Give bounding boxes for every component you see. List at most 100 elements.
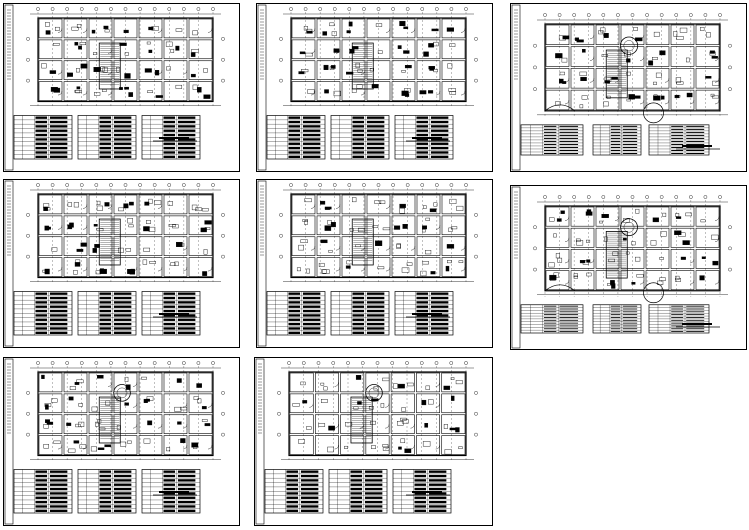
furniture: [679, 27, 688, 33]
drawing-sheet-4[interactable]: [3, 179, 240, 348]
table-cell-text: [177, 496, 196, 499]
furniture: [659, 257, 664, 260]
axis-bubble: [211, 183, 215, 187]
furniture: [349, 228, 354, 232]
table-cell-text: [610, 134, 621, 136]
door-swing: [664, 99, 670, 105]
table-cell-text: [543, 314, 557, 316]
furniture: [333, 90, 341, 97]
furniture: [306, 268, 310, 274]
room-wall: [620, 206, 645, 227]
room-wall: [441, 435, 466, 455]
furniture: [201, 406, 207, 410]
drawing-sheet-3[interactable]: [510, 3, 747, 172]
table-cell-text: [288, 116, 301, 119]
table-cell-text: [288, 125, 301, 128]
table-cell-text: [300, 509, 319, 512]
room-wall: [316, 215, 341, 236]
axis-bubble: [289, 7, 293, 11]
drawing-sheet-7[interactable]: [3, 357, 240, 526]
axis-bubble: [601, 13, 606, 17]
table-cell-text: [49, 133, 68, 137]
furniture: [306, 30, 313, 34]
schedule-table: [13, 469, 73, 514]
table-cell-text: [35, 138, 48, 141]
axis-bubble: [464, 7, 468, 11]
table-cell-text: [49, 116, 68, 119]
table-cell-text: [163, 125, 176, 128]
table-cell-text: [364, 505, 383, 508]
drawing-sheet-1[interactable]: [3, 3, 240, 172]
room-wall: [441, 39, 466, 60]
table-cell-text: [671, 331, 684, 332]
table-cell-text: [610, 325, 621, 327]
room-wall: [341, 194, 366, 215]
furniture: [96, 227, 104, 232]
furniture: [549, 217, 555, 222]
room-wall: [670, 206, 695, 227]
table-cell-text: [622, 311, 638, 313]
furniture: [586, 259, 591, 263]
drawing-sheet-8[interactable]: [254, 357, 493, 526]
table-cell-text: [302, 138, 321, 141]
axis-bubble: [26, 391, 30, 395]
axis-bubble: [123, 183, 128, 187]
table-cell-text: [177, 505, 196, 508]
rotunda-inner: [623, 40, 635, 52]
table-cell-text: [671, 152, 684, 154]
title-strip: [255, 358, 265, 525]
axis-bubble: [557, 195, 562, 199]
drawing-sheet-5[interactable]: [256, 179, 493, 348]
axis-bubble: [586, 13, 591, 17]
table-cell-text: [366, 305, 385, 308]
furniture: [330, 222, 336, 228]
table-cell-text: [49, 318, 68, 321]
furniture: [346, 30, 351, 34]
table-cell-text: [559, 305, 579, 307]
furniture: [143, 226, 150, 232]
door-swing: [360, 91, 366, 96]
furniture: [420, 270, 427, 277]
table-cell-text: [686, 331, 705, 332]
axis-bubble: [533, 87, 537, 91]
table-cell-text: [163, 133, 176, 137]
furniture: [125, 248, 132, 252]
axis-bubble: [674, 13, 679, 17]
axis-bubble: [449, 7, 454, 11]
table-cell-text: [366, 129, 385, 132]
table-cell-text: [288, 155, 301, 158]
drawing-sheet-6[interactable]: [510, 185, 747, 350]
core-block: [98, 396, 121, 444]
room-wall: [341, 18, 366, 39]
table-cell-text: [430, 125, 449, 128]
drawing-sheet-2[interactable]: [256, 3, 493, 172]
room-wall: [570, 227, 595, 248]
door-swing: [207, 445, 213, 450]
table-cell-text: [302, 331, 321, 334]
furniture: [68, 396, 74, 401]
room-wall: [545, 206, 570, 227]
axis-bubble: [152, 183, 157, 187]
table-cell-text: [352, 331, 365, 334]
axis-bubble: [109, 7, 113, 11]
table-cell-text: [622, 134, 638, 136]
table-cell-text: [163, 151, 176, 154]
axis-bubble: [277, 411, 281, 416]
furniture: [635, 256, 641, 262]
furniture: [45, 22, 50, 27]
furniture: [446, 244, 455, 249]
rotunda-inner: [368, 387, 380, 399]
room-wall: [188, 414, 213, 434]
table-cell-text: [543, 128, 557, 130]
furniture: [172, 224, 179, 229]
schedule-table: [141, 115, 201, 160]
furniture: [331, 31, 337, 36]
furniture: [449, 91, 457, 95]
furniture: [303, 26, 308, 31]
furniture: [73, 202, 79, 208]
table-cell-text: [543, 152, 557, 154]
axis-bubble: [533, 225, 537, 229]
table-cell-text: [99, 483, 112, 486]
table-cell-text: [49, 301, 68, 304]
table-cell-text: [49, 487, 68, 491]
